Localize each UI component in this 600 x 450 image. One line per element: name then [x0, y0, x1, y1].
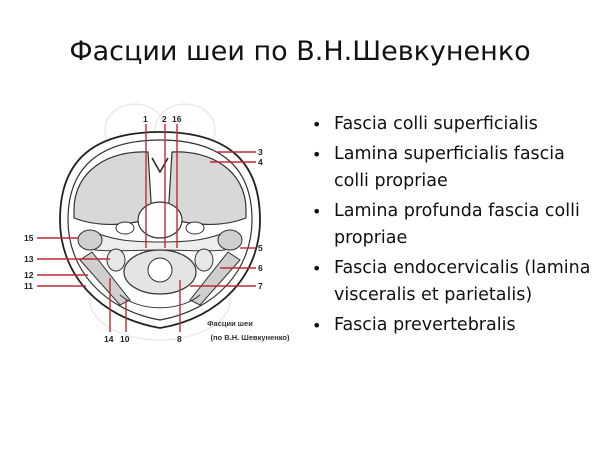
label-5: 5	[258, 243, 263, 253]
label-15: 15	[24, 233, 34, 243]
label-6: 6	[258, 263, 263, 273]
fascia-list: •Fascia colli superficialis •Lamina supe…	[308, 111, 598, 342]
page-title: Фасции шеи по В.Н.Шевкуненко	[69, 36, 531, 67]
neck-fascia-diagram: 1 2 16 3 4 5 6 7 15 13 12 11 14 10 8 Фас…	[20, 100, 310, 350]
figure-caption-line1: Фасции шеи	[207, 319, 253, 328]
label-16: 16	[172, 114, 182, 124]
label-10: 10	[120, 334, 130, 344]
bullet-icon: •	[312, 259, 322, 278]
label-7: 7	[258, 281, 263, 291]
label-14: 14	[104, 334, 114, 344]
label-3: 3	[258, 147, 263, 157]
label-13: 13	[24, 254, 34, 264]
figure-caption-line2: (по В.Н. Шевкуненко)	[211, 333, 290, 342]
bullet-icon: •	[312, 316, 322, 335]
list-item: •Fascia prevertebralis	[308, 312, 598, 339]
label-12: 12	[24, 270, 34, 280]
bullet-icon: •	[312, 202, 322, 221]
label-11: 11	[24, 281, 33, 291]
label-1: 1	[143, 114, 148, 124]
list-item: •Fascia endocervicalis (lamina viscerali…	[308, 255, 598, 309]
list-item: •Fascia colli superficialis	[308, 111, 598, 138]
bullet-icon: •	[312, 115, 322, 134]
list-item: •Lamina profunda fascia colli propriae	[308, 198, 598, 252]
bullet-icon: •	[312, 145, 322, 164]
list-item: •Lamina superficialis fascia colli propr…	[308, 141, 598, 195]
label-4: 4	[258, 157, 263, 167]
label-2: 2	[162, 114, 167, 124]
label-8: 8	[177, 334, 182, 344]
